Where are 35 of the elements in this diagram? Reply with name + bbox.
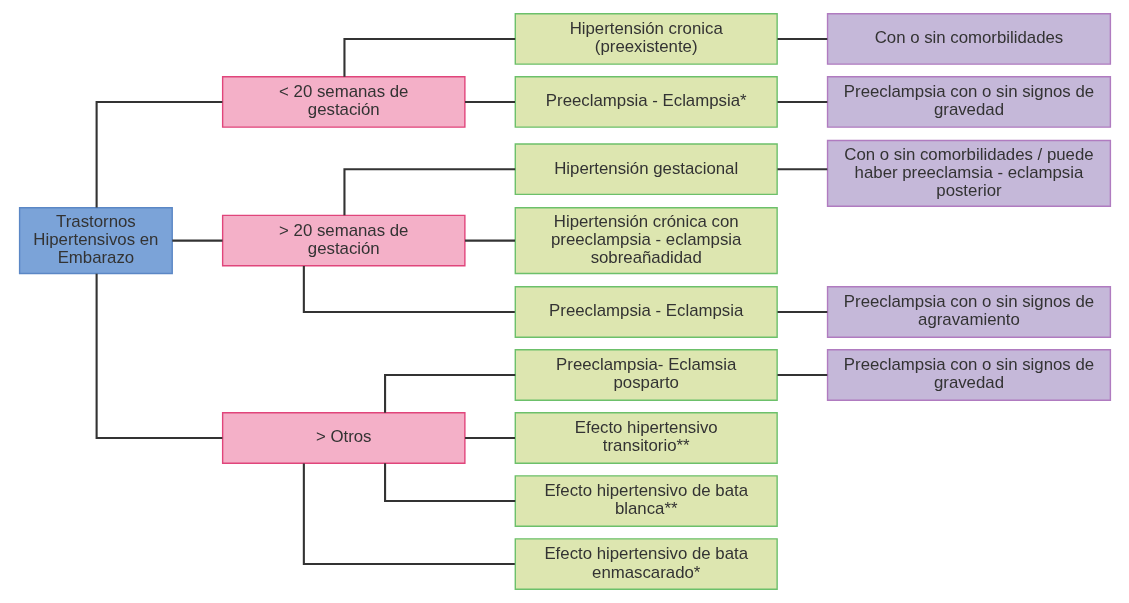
node-box: > Otros — [221, 412, 466, 464]
connector — [777, 100, 827, 103]
node-box: Efecto hipertensivo de bata enmascarado* — [514, 538, 778, 590]
connector — [777, 168, 827, 171]
connector — [464, 436, 515, 440]
node-box: Con o sin comorbilidades / puede haber preeclamsia - eclampsia posterior — [826, 139, 1111, 207]
node-box: Con o sin comorbilidades — [826, 13, 1111, 65]
node-box: Preeclampsia - Eclampsia* — [514, 76, 778, 128]
node-box: Preeclampsia con o sin signos de gravedad — [826, 349, 1111, 401]
connector — [302, 463, 515, 566]
node-box: Preeclampsia- Eclamsia posparto — [514, 349, 778, 401]
node-box: Preeclampsia - Eclampsia — [514, 286, 778, 338]
connector — [383, 463, 515, 503]
connector — [95, 100, 222, 208]
connector — [342, 37, 515, 77]
connector — [777, 37, 827, 40]
connector — [302, 265, 515, 314]
connector — [171, 239, 222, 242]
node-box: Efecto hipertensivo transitorio** — [514, 412, 778, 464]
connector — [777, 310, 827, 314]
connector — [342, 168, 515, 216]
connector — [95, 273, 222, 440]
node-box: Trastornos Hipertensivos en Embarazo — [18, 207, 173, 275]
connector — [464, 239, 515, 242]
node-box: < 20 semanas de gestación — [221, 76, 466, 128]
node-box: Hipertensión cronica (preexistente) — [514, 13, 778, 65]
connector — [464, 100, 515, 103]
connector — [777, 373, 827, 377]
node-box: Hipertensión gestacional — [514, 143, 778, 196]
node-box: Preeclampsia con o sin signos de gravedad — [826, 76, 1111, 128]
node-box: Hipertensión crónica con preeclampsia - eclampsia sobreañadidad — [514, 207, 778, 275]
node-box: > 20 semanas de gestación — [221, 214, 466, 267]
node-box: Efecto hipertensivo de bata blanca** — [514, 475, 778, 527]
node-box: Preeclampsia con o sin signos de agravamiento — [826, 286, 1111, 338]
connector — [383, 373, 515, 413]
